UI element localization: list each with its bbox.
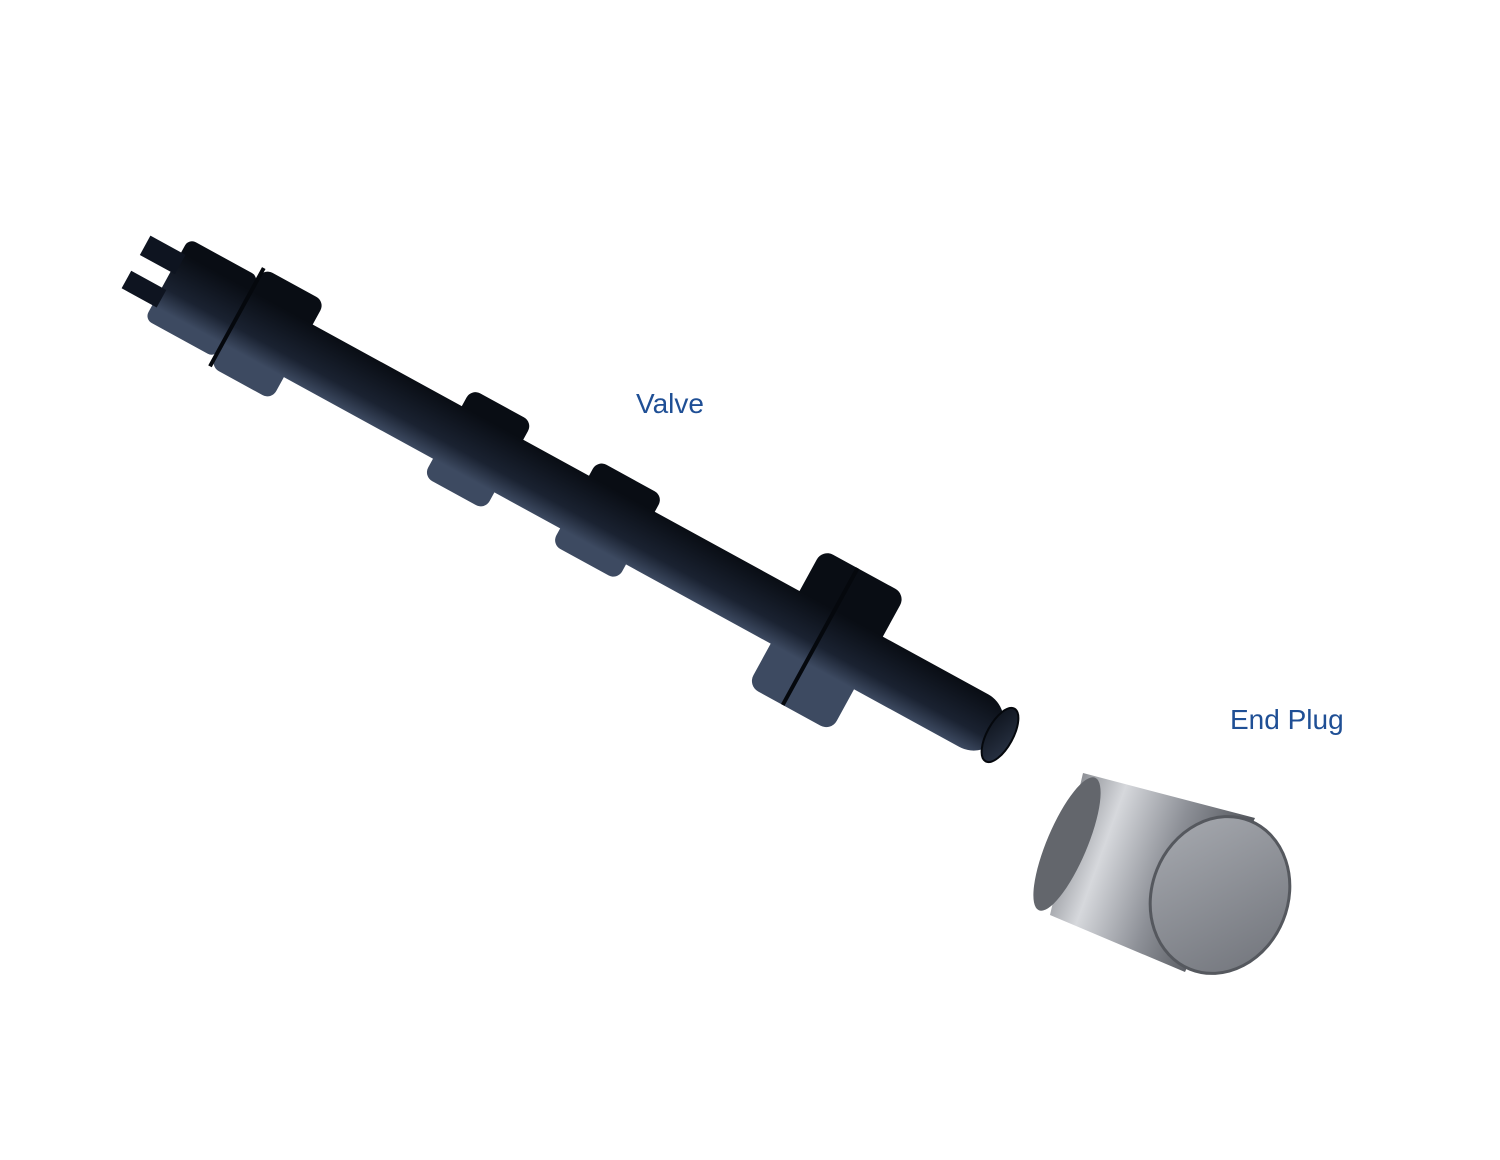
- valve-spool-icon: [121, 235, 1020, 764]
- valve-label: Valve: [636, 388, 704, 419]
- end-plug-icon: [1033, 773, 1292, 975]
- end-plug-label: End Plug: [1230, 704, 1344, 735]
